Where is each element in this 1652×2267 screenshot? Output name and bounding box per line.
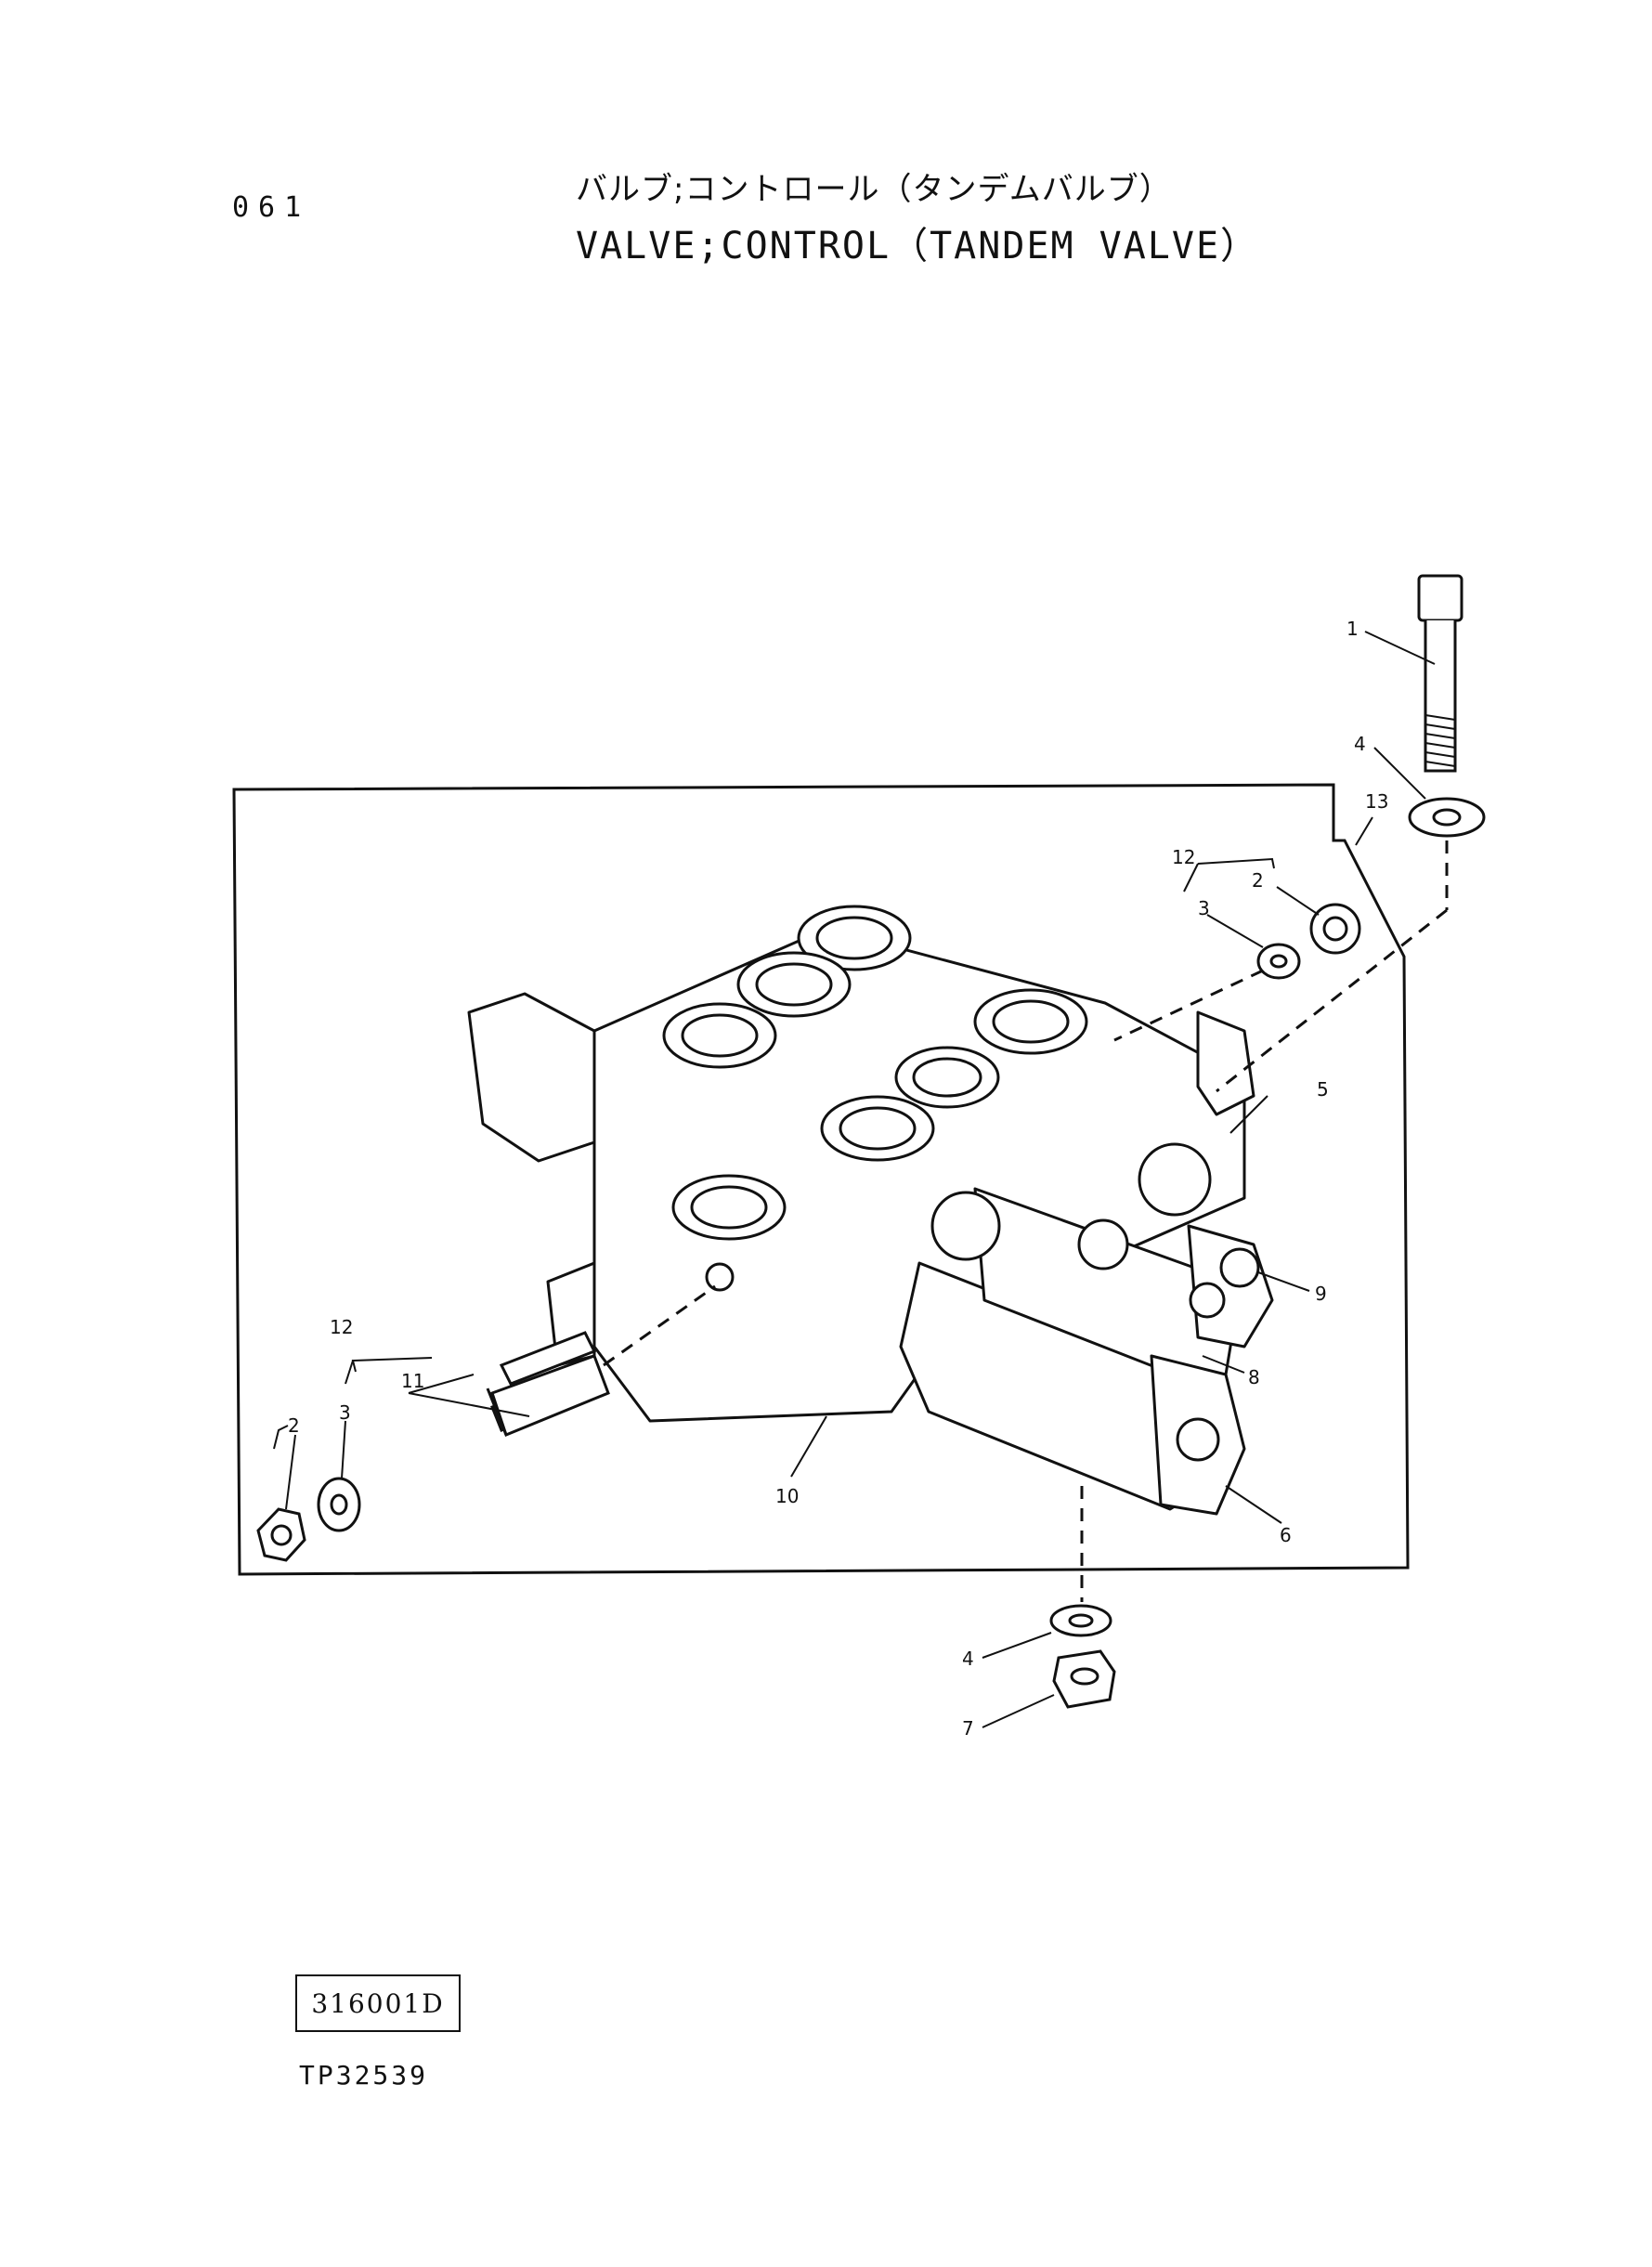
callout-12-right: 12 [1172,846,1195,868]
callout-2-left: 2 [288,1414,300,1437]
callout-5: 5 [1317,1078,1329,1101]
callout-4-top: 4 [1354,733,1366,755]
callout-3-left: 3 [339,1401,351,1424]
callout-10: 10 [775,1485,799,1507]
leader-lines [273,631,1436,1728]
valve-body [467,927,1274,1516]
callout-11: 11 [401,1370,424,1392]
callout-1: 1 [1346,618,1359,640]
callout-9: 9 [1315,1283,1327,1305]
callout-13: 13 [1365,790,1388,813]
callout-8: 8 [1248,1366,1260,1388]
callout-6: 6 [1280,1524,1292,1546]
assembly-dashed-lines [603,840,1449,1602]
page-number: 061 [232,191,311,224]
part-bolt [1417,574,1463,773]
callout-4-bottom: 4 [962,1648,974,1670]
assembly-frame [232,783,1410,1576]
part-stud-bolt [486,1331,610,1437]
part-nut-bottom [1052,1649,1116,1709]
part-washer-left [317,1477,361,1532]
part-washer-bottom [1049,1604,1112,1637]
callout-3-right: 3 [1198,897,1210,919]
reference-code: TP32539 [299,2060,429,2091]
drawing-code-box: 316001D [295,1974,461,2032]
drawing-code: 316001D [311,1987,445,2019]
part-washer-top [1408,797,1486,838]
valve-ports [662,905,1260,1462]
part-nut-left [256,1507,306,1562]
part-washer-right [1256,943,1301,980]
callout-2-right: 2 [1252,869,1264,892]
callout-7: 7 [962,1717,974,1739]
part-nut-right [1309,903,1361,955]
title-japanese: バルブ;コントロール（タンデムバルブ） [576,171,1172,208]
callout-12-left: 12 [330,1316,353,1338]
title-english: VALVE;CONTROL（TANDEM VALVE） [576,225,1260,267]
